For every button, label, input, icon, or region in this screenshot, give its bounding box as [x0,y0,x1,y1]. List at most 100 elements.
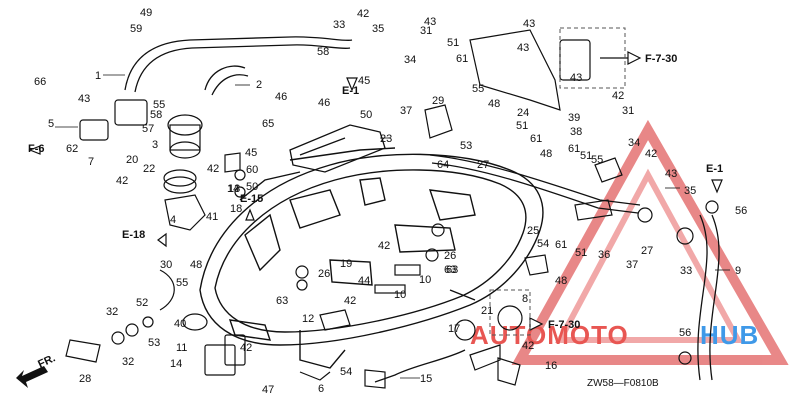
callout: 63 [444,264,456,276]
callout: 27 [477,159,489,171]
callout: 62 [66,143,78,155]
callout: 11 [176,342,187,354]
callout: 38 [570,126,582,138]
callout: 43 [570,72,582,84]
callout: 55 [472,83,484,95]
callout: 61 [568,143,580,155]
callout: 8 [522,293,528,305]
callout: 22 [143,163,155,175]
callout: 51 [516,120,528,132]
callouts: 49 59 1 2 66 43 58 55 57 5 62 7 20 3 22 … [34,7,747,396]
callout: 66 [34,76,46,88]
dashed-box-bottom [489,289,531,336]
callout: 14 [227,183,239,195]
callout: 42 [522,340,534,352]
callout: 41 [206,211,218,223]
callout: 48 [488,98,500,110]
callout: 37 [400,105,412,117]
small-parts [65,29,719,389]
callout: 55 [591,154,603,166]
callout: 10 [394,289,406,301]
callout: 23 [380,133,392,145]
callout: 43 [523,18,535,30]
callout: 48 [555,275,567,287]
callout: 47 [262,384,274,396]
callout: 26 [444,250,456,262]
ref-e-1-top[interactable]: E-1 [342,85,359,97]
callout: 1 [95,70,101,82]
callout: 61 [530,133,542,145]
callout: 55 [153,99,165,111]
callout: 4 [170,214,176,226]
callout: 48 [540,148,552,160]
callout: 31 [622,105,634,117]
ref-f-7-30-top[interactable]: F-7-30 [645,53,677,65]
callout: 27 [641,245,653,257]
callout: 35 [684,185,696,197]
callout: 26 [318,268,330,280]
callout: 43 [665,168,677,180]
callout: 42 [645,148,657,160]
callout: 60 [246,164,258,176]
callout: 43 [517,42,529,54]
callout: 45 [245,147,257,159]
callout: 57 [142,123,154,135]
callout: 46 [275,91,287,103]
callout: 64 [437,159,449,171]
callout: 31 [420,25,432,37]
callout: 61 [456,53,468,65]
callout: 2 [256,79,262,91]
callout: 49 [140,7,152,19]
callout: 25 [527,225,539,237]
ref-f-7-30-bottom[interactable]: F-7-30 [548,319,580,331]
lower-cowling [199,147,544,369]
callout: 30 [160,259,172,271]
callout: 7 [88,156,94,168]
callout: 63 [276,295,288,307]
callout: 54 [537,238,549,250]
front-arrow: FR. [16,352,57,388]
callout: 56 [735,205,747,217]
callout: 20 [126,154,138,166]
callout: 21 [481,305,493,317]
callout: 13 [228,183,240,195]
front-label: FR. [36,352,57,370]
callout: 34 [404,54,416,66]
callout: 28 [79,373,91,385]
callout: 42 [612,90,624,102]
callout: 43 [78,93,90,105]
callout: 39 [568,112,580,124]
dashed-box-top [559,27,626,89]
callout: 29 [432,95,444,107]
hoses [124,36,720,383]
callout: 65 [262,118,274,130]
callout: 24 [517,107,529,119]
reference-arrows [28,51,723,331]
ref-e-18[interactable]: E-18 [122,229,145,241]
callout: 42 [116,175,128,187]
callout: 9 [735,265,741,277]
callout: 59 [130,23,142,35]
callout: 42 [357,8,369,20]
callout: 55 [176,277,188,289]
ref-f-6[interactable]: F-6 [28,143,45,155]
callout: 45 [358,75,370,87]
callout: 35 [372,23,384,35]
callout: 51 [447,37,459,49]
callout: 19 [340,258,352,270]
callout: 54 [340,366,352,378]
callout: 15 [420,373,432,385]
callout: 53 [460,140,472,152]
callout: 32 [122,356,134,368]
callout: 46 [318,97,330,109]
ref-e-1-right[interactable]: E-1 [706,163,723,175]
diagram-code: ZW58—F0810B [587,378,659,389]
callout: 16 [545,360,557,372]
ref-e-15[interactable]: E-15 [240,193,263,205]
callout: 12 [302,313,314,325]
callout: 50 [246,181,258,193]
callout: 42 [378,240,390,252]
callout: 5 [48,118,54,130]
